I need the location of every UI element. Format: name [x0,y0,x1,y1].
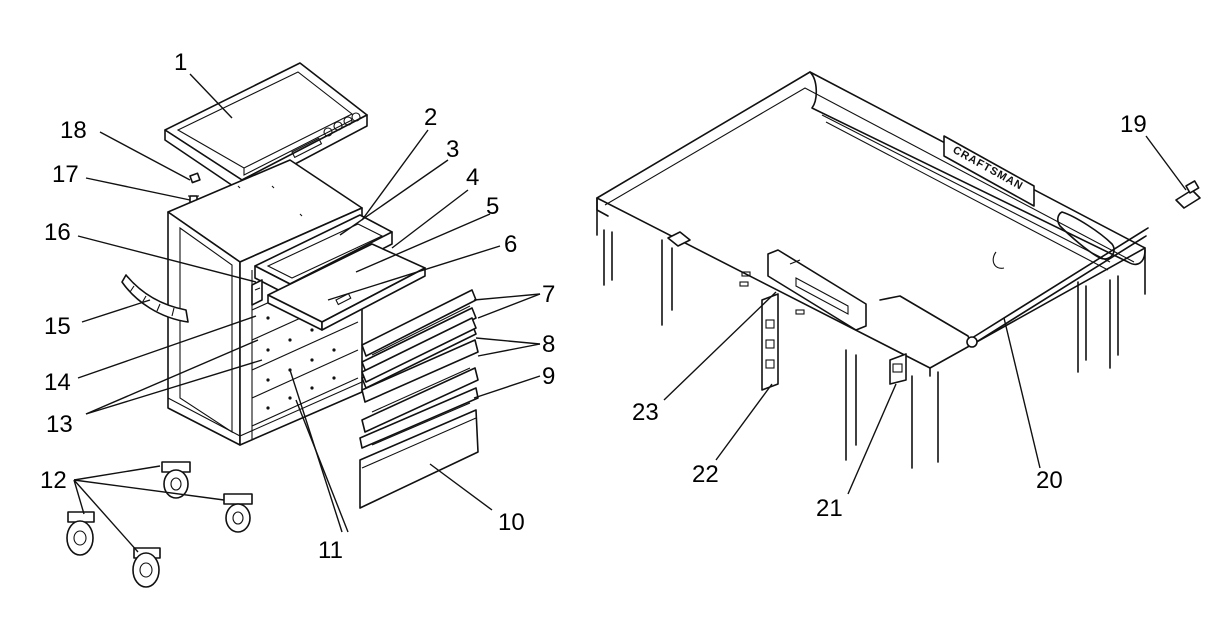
callout-17: 17 [52,161,79,188]
part-2-6-top-drawer [254,214,426,331]
callout-8: 8 [542,331,555,358]
callout-numbers: 1 2 3 4 5 6 7 8 9 10 11 12 13 14 15 16 1… [40,49,1147,564]
callout-16: 16 [44,219,71,246]
caster-4 [132,547,161,588]
caster-3 [66,511,95,556]
part-21-mount [889,353,907,385]
part-23-bracket [739,249,867,331]
callout-7: 7 [542,281,555,308]
callout-20: 20 [1036,467,1063,494]
callout-23: 23 [632,399,659,426]
part-22-strip [761,293,779,391]
callout-19: 19 [1120,111,1147,138]
callout-15: 15 [44,313,71,340]
part-7-10-drawer-fronts [359,289,479,509]
part-19-fastener [1175,180,1201,209]
callout-18: 18 [60,117,87,144]
callout-14: 14 [44,369,71,396]
callout-5: 5 [486,193,499,220]
callout-12: 12 [40,467,67,494]
leader-lines [73,73,1187,553]
work-top-assembly: CRAFTSMAN [596,71,1201,469]
callout-9: 9 [542,363,555,390]
part-12-casters [66,461,253,588]
callout-1: 1 [174,49,187,76]
callout-21: 21 [816,495,843,522]
caster-2 [223,493,253,533]
tool-cabinet-assembly [66,62,479,588]
part-18-clip [189,172,201,184]
callout-10: 10 [498,509,525,536]
callout-2: 2 [424,104,437,131]
callout-13: 13 [46,411,73,438]
callout-11: 11 [318,537,343,564]
callout-4: 4 [466,164,479,191]
callout-22: 22 [692,461,719,488]
part-20-strut [879,227,1149,348]
caster-1 [161,461,191,499]
legs [603,229,1119,469]
callout-3: 3 [446,136,459,163]
callout-6: 6 [504,231,517,258]
part-16-handle [251,279,263,306]
